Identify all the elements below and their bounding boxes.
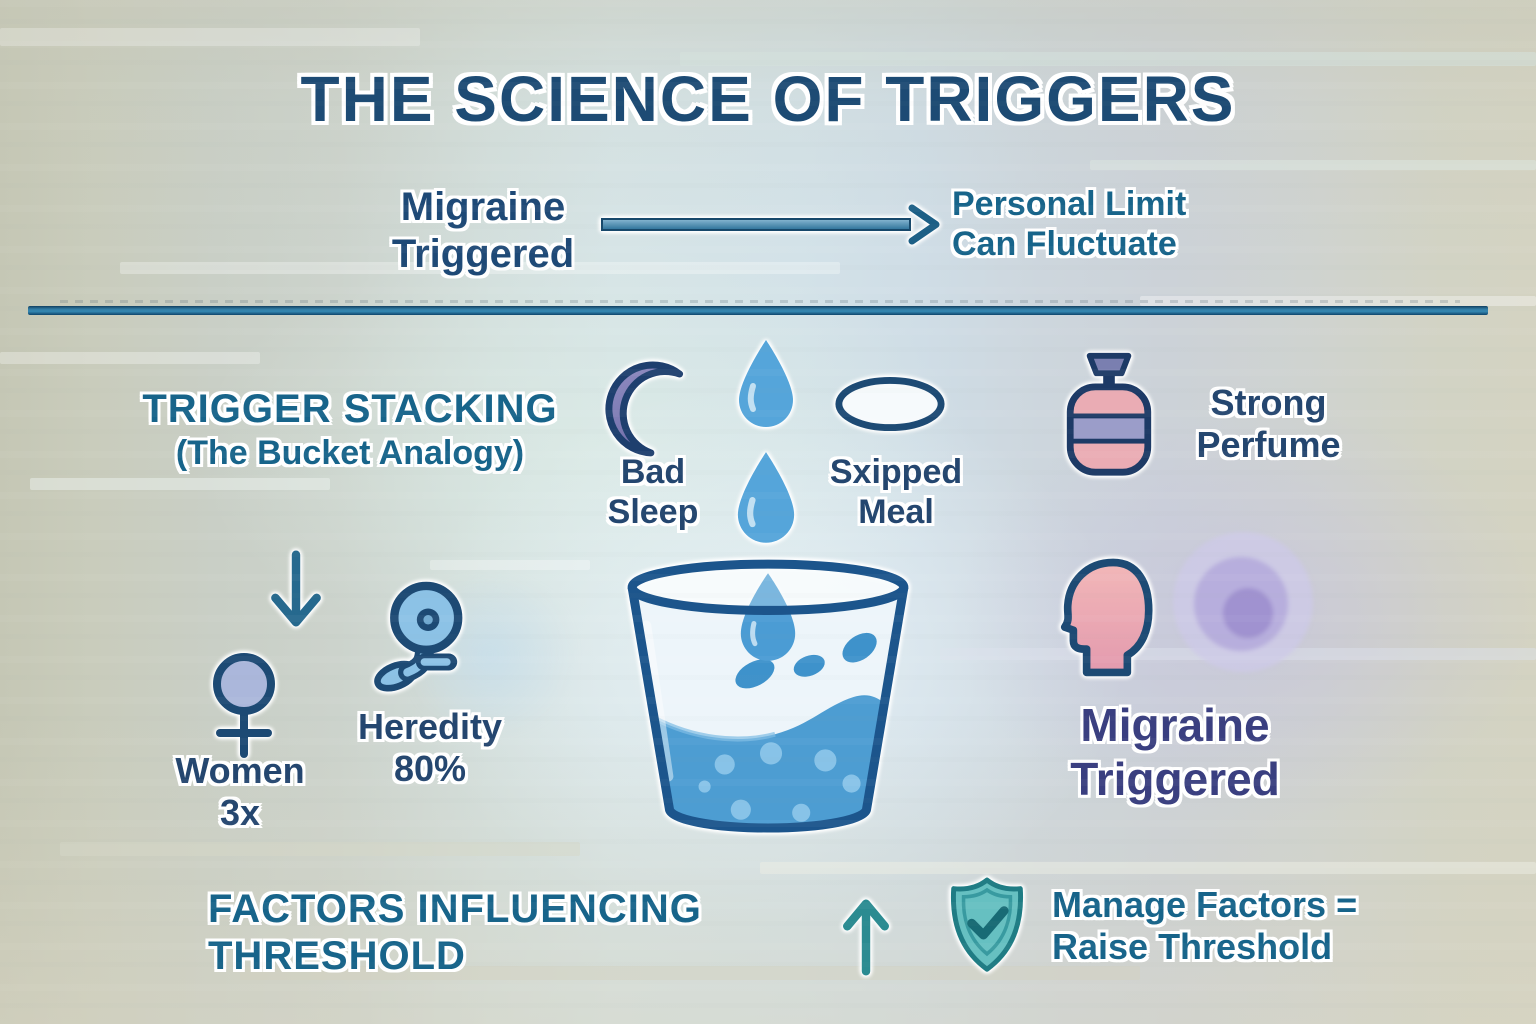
page-title: THE SCIENCE OF TRIGGERS [300,63,1236,135]
outcome-line2: Triggered [1070,753,1280,806]
trigger-stacking-heading-line2: (The Bucket Analogy) [175,434,525,473]
women-3x-label: Women 3x [160,750,320,835]
trigger-stacking-heading-line1: TRIGGER STACKING [142,387,558,431]
heredity-line2: 80% [393,748,467,790]
bad-sleep-line1: Bad [620,453,686,491]
bad-sleep-label: Bad Sleep [588,452,718,532]
outcome-label: Migraine Triggered [1030,698,1320,807]
migraine-aura-blob [1173,532,1313,672]
background-streak [760,862,1536,874]
water-drop-icon [737,452,795,543]
outcome-line1: Migraine [1080,699,1270,751]
section-divider [28,306,1488,315]
flow-to-label: Personal Limit Can Fluctuate [952,184,1232,264]
empty-plate-ellipse-icon [835,376,945,432]
strong-perfume-line2: Perfume [1196,424,1341,466]
heredity-line1: Heredity [357,706,503,747]
flow-from-line1: Migraine [400,185,566,229]
manage-factors-line2: Raise Threshold [1052,926,1333,968]
head-profile-icon [1060,558,1153,677]
down-arrow-icon [271,550,321,627]
heredity-gene-icon [374,581,463,692]
women-line1: Women [175,750,305,791]
divider-noise [60,300,1460,303]
perfume-bottle-icon [1066,352,1152,476]
crescent-moon-icon [605,361,684,457]
strong-perfume-line1: Strong [1210,382,1327,423]
skipped-meal-line1: Sxipped [829,453,963,491]
background-streak [30,478,330,490]
flow-from-label: Migraine Triggered [368,184,598,278]
water-bucket-icon [627,559,909,833]
women-line2: 3x [219,792,261,834]
skipped-meal-line2: Meal [858,493,934,532]
background-streak [1090,160,1536,170]
background-streak [60,842,580,856]
flow-from-line2: Triggered [391,232,575,277]
background-streak [0,352,260,364]
threshold-heading-line2: THRESHOLD [208,934,466,979]
flow-to-line1: Personal Limit [952,185,1187,223]
threshold-heading-line1: FACTORS INFLUENCING [208,887,702,931]
right-arrow-icon [601,204,940,245]
manage-factors-line1: Manage Factors = [1052,884,1358,925]
heredity-label: Heredity 80% [340,706,520,791]
shield-check-icon [950,877,1024,972]
background-streak [0,28,420,46]
female-symbol-icon [213,653,275,758]
trigger-stacking-heading: TRIGGER STACKING (The Bucket Analogy) [110,386,590,473]
threshold-heading: FACTORS INFLUENCING THRESHOLD [208,886,728,980]
water-drop-icon [739,340,793,427]
flow-to-line2: Can Fluctuate [952,225,1177,264]
background-streak [430,560,590,570]
strong-perfume-label: Strong Perfume [1176,382,1361,467]
bad-sleep-line2: Sleep [607,493,699,532]
manage-factors-note: Manage Factors = Raise Threshold [1052,884,1392,969]
up-arrow-icon [843,899,889,976]
skipped-meal-label: Sxipped Meal [816,452,976,532]
